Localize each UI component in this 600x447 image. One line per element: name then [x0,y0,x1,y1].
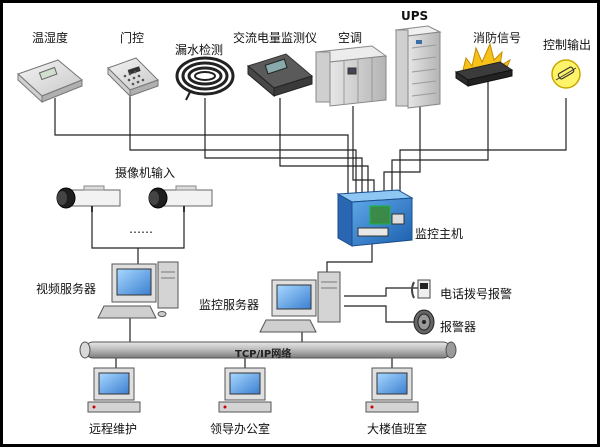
camera-wires [91,212,185,264]
client-computer-icon [218,367,272,413]
duty-room-label: 大楼值班室 [367,422,428,436]
tcpip-bus [79,341,457,359]
phone-dialer-label: 电话拨号报警 [440,287,513,301]
sensor-wires [54,80,567,194]
ups-label: UPS [401,9,429,23]
monitor-server-label: 监控服务器 [199,298,260,312]
diagram-graphics [17,25,581,413]
diagram-canvas: 温湿度 门控 漏水检测 交流电量监测仪 空调 UPS 消防信号 控制输出 摄像机… [3,3,597,444]
air-conditioner-label: 空调 [338,31,363,45]
camera-icon [56,185,121,212]
leadership-office-label: 领导办公室 [210,422,271,436]
control-output-label: 控制输出 [543,38,592,52]
siren-label: 报警器 [440,320,477,334]
ac-power-meter-device-icon [246,53,314,98]
monitor-server-computer-icon [259,271,341,333]
camera-input-label: 摄像机输入 [115,166,176,180]
ups-device-icon [394,25,442,109]
monitoring-hub-icon [336,189,414,247]
hub-wires [326,242,373,272]
remote-maintenance-label: 远程维护 [89,422,138,436]
video-server-label: 视频服务器 [36,282,97,296]
temp-humidity-device-icon [17,59,83,104]
door-control-device-icon [107,57,159,98]
siren-icon [413,309,435,335]
air-conditioner-device-icon [314,45,388,107]
camera-ellipsis: …… [129,222,153,236]
alarm-wires [344,287,418,323]
control-output-device-icon [551,59,581,89]
water-leak-label: 漏水检测 [175,43,224,57]
tcpip-bus-label: TCP/IP网络 [235,349,292,360]
fire-signal-device-icon [454,42,514,87]
temp-humidity-label: 温湿度 [32,31,69,45]
door-control-label: 门控 [120,31,145,45]
phone-dialer-icon [411,279,431,299]
camera-icon [148,185,213,212]
fire-signal-label: 消防信号 [473,31,522,45]
monitoring-hub-label: 监控主机 [415,227,464,241]
client-bus-wires [115,357,393,368]
client-computer-icon [87,367,141,413]
ac-power-meter-label: 交流电量监测仪 [233,31,318,45]
client-computer-icon [365,367,419,413]
video-server-computer-icon [97,261,179,319]
water-leak-device-icon [175,56,235,101]
